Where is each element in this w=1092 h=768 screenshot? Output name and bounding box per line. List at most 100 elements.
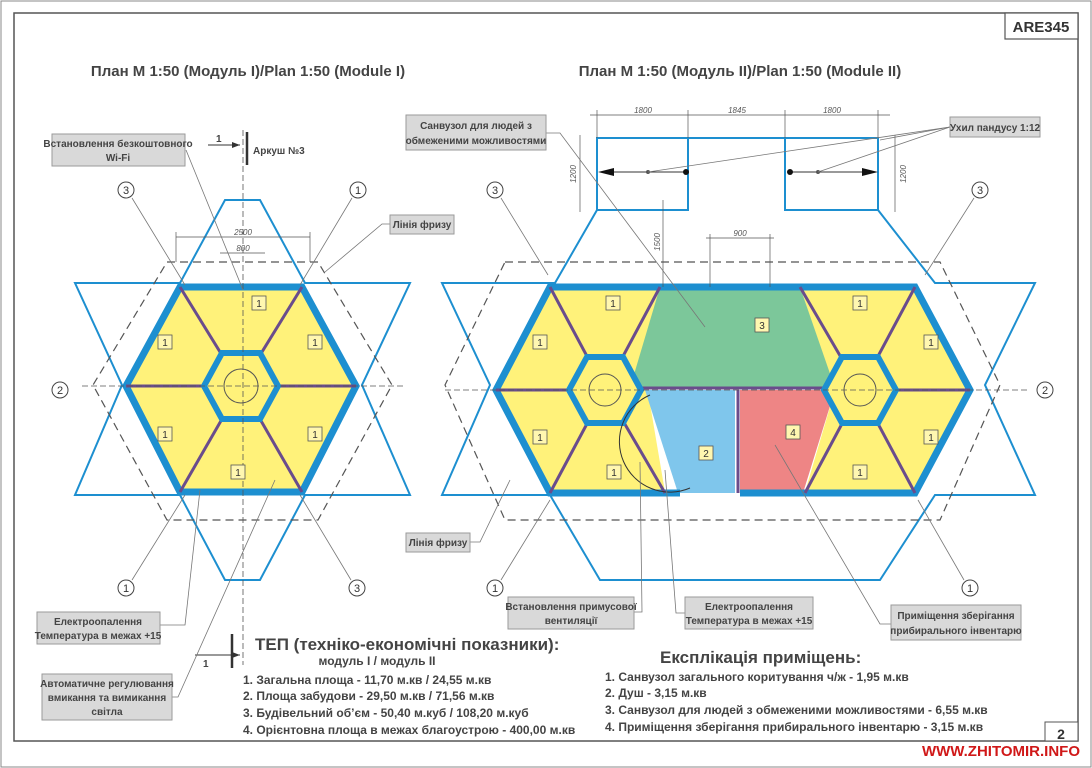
ramp-right (784, 137, 879, 211)
svg-text:1200: 1200 (569, 165, 578, 183)
svg-text:1: 1 (123, 583, 129, 595)
callout-auto-light: Автоматичне регулювання вмикання та вими… (40, 479, 276, 721)
svg-text:Встановлення безкоштовного: Встановлення безкоштовного (43, 138, 192, 150)
shower-curtain (618, 394, 691, 493)
svg-text:вентиляції: вентиляції (545, 616, 598, 627)
module2-frieze-line (444, 261, 1001, 521)
svg-text:3: 3 (759, 321, 765, 332)
svg-text:2: 2 (703, 449, 709, 460)
module2-axis-markers: 3 3 2 1 1 (486, 181, 1054, 597)
svg-text:900: 900 (733, 229, 747, 238)
svg-text:1: 1 (967, 583, 973, 595)
svg-text:Приміщення зберігання: Приміщення зберігання (897, 610, 1014, 622)
svg-text:світла: світла (91, 707, 123, 718)
callout-frieze-1: Лінія фризу (324, 214, 455, 273)
explication-item: 1. Санвузол загального коритування ч/ж -… (605, 670, 909, 684)
tep-subtitle: модуль I / модуль II (318, 654, 435, 668)
page-number-box (1044, 721, 1079, 742)
svg-text:1: 1 (162, 430, 168, 441)
svg-text:обмеженими можливостями: обмеженими можливостями (406, 135, 547, 147)
svg-text:1: 1 (256, 299, 262, 310)
section-marker-bottom: 1 (203, 659, 209, 670)
module1-axis-markers: 3 1 2 1 3 (51, 181, 367, 597)
svg-text:1: 1 (162, 338, 168, 349)
svg-text:1: 1 (492, 583, 498, 595)
explication-block: Експлікація приміщень: 1. Санвузол загал… (605, 648, 988, 734)
drawing-code: ARE345 (1013, 19, 1070, 36)
explication-title: Експлікація приміщень: (660, 648, 861, 667)
section-marker-top: 1 (216, 134, 222, 145)
page-number: 2 (1057, 726, 1065, 742)
module1-frieze-line (92, 261, 393, 521)
svg-text:прибирального інвентарю: прибирального інвентарю (890, 625, 1022, 637)
module1-frieze-star (73, 199, 412, 581)
svg-text:1: 1 (235, 468, 241, 479)
svg-text:4: 4 (790, 428, 796, 439)
svg-text:Електроопалення: Електроопалення (705, 602, 793, 613)
watermark: WWW.ZHITOMIR.INFO (922, 743, 1080, 760)
svg-text:1: 1 (610, 299, 616, 310)
module2-room-labels: 1 1 1 1 1 1 1 1 3 2 4 (532, 295, 939, 480)
svg-text:3: 3 (123, 185, 129, 197)
svg-text:1: 1 (537, 338, 543, 349)
room-storage (740, 390, 835, 493)
svg-text:800: 800 (236, 244, 250, 253)
tep-item: 3. Будівельний об’єм - 50,40 м.куб / 108… (243, 706, 529, 720)
svg-text:3: 3 (492, 185, 498, 197)
svg-text:1: 1 (312, 430, 318, 441)
svg-text:1200: 1200 (899, 165, 908, 183)
svg-text:1845: 1845 (728, 106, 746, 115)
explication-item: 2. Душ - 3,15 м.кв (605, 686, 707, 700)
svg-text:1: 1 (355, 185, 361, 197)
tep-item: 2. Площа забудови - 29,50 м.кв / 71,56 м… (243, 689, 494, 703)
callout-ramp-slope: Ухил пандусу 1:12 (647, 116, 1041, 173)
frame-border (13, 12, 1079, 742)
svg-text:вмикання та вимикання: вмикання та вимикання (48, 693, 167, 704)
tep-title: ТЕП (техніко-економічні показники): (255, 635, 559, 654)
callout-wifi: Встановлення безкоштовного Wi-Fi (43, 133, 244, 291)
svg-text:1: 1 (928, 338, 934, 349)
explication-item: 3. Санвузол для людей з обмеженими можли… (605, 703, 988, 717)
svg-text:Температура в межах +15: Температура в межах +15 (686, 616, 813, 627)
title-block (1004, 12, 1079, 40)
section-arrowhead-bottom (232, 652, 240, 658)
svg-text:3: 3 (354, 583, 360, 595)
svg-text:1: 1 (857, 468, 863, 479)
svg-text:1800: 1800 (823, 106, 841, 115)
callout-accessible-toilet: Санвузол для людей з обмеженими можливос… (405, 114, 706, 328)
svg-text:1: 1 (857, 299, 863, 310)
svg-text:2: 2 (1042, 385, 1048, 397)
section-sheet-ref[interactable]: Аркуш №3 (253, 146, 305, 157)
module2-dimensions: 1800 1845 1800 1200 1200 1500 900 (569, 106, 908, 287)
explication-item: 4. Приміщення зберігання прибирального і… (605, 720, 983, 734)
svg-text:Встановлення примусової: Встановлення примусової (505, 602, 637, 613)
room-accessible-toilet (630, 287, 835, 388)
ramp-slope-arrows (598, 168, 878, 176)
tep-block: ТЕП (техніко-економічні показники): моду… (243, 635, 575, 737)
svg-text:Температура в межах +15: Температура в межах +15 (35, 631, 162, 642)
module2-plan: 1 1 1 1 1 1 1 1 3 2 4 1800 1845 1800 120… (440, 106, 1054, 597)
svg-text:2: 2 (57, 385, 63, 397)
svg-text:Санвузол для людей з: Санвузол для людей з (420, 121, 532, 132)
module2-title: План М 1:50 (Модуль II)/Plan 1:50 (Modul… (579, 63, 901, 80)
svg-text:Лінія фризу: Лінія фризу (409, 537, 468, 549)
svg-text:2500: 2500 (233, 228, 252, 237)
module1-plan: 1 1 1 1 1 1 2500 800 1 Аркуш №3 1 3 1 (51, 130, 412, 670)
tep-item: 4. Орієнтовна площа в межах благоустрою … (243, 723, 575, 737)
room-shower (645, 390, 735, 493)
callout-heating-2: Електроопалення Температура в межах +15 (664, 469, 814, 630)
svg-text:1: 1 (537, 433, 543, 444)
module1-room-labels: 1 1 1 1 1 1 (157, 295, 323, 480)
module2-frieze-star (440, 209, 1037, 581)
callout-ventilation: Встановлення примусової вентиляції (505, 461, 643, 630)
svg-text:Автоматичне регулювання: Автоматичне регулювання (40, 679, 174, 690)
svg-text:1: 1 (928, 433, 934, 444)
svg-text:Лінія фризу: Лінія фризу (393, 219, 452, 231)
svg-text:1800: 1800 (634, 106, 652, 115)
svg-text:Електроопалення: Електроопалення (54, 617, 142, 628)
section-arrowhead-top (232, 142, 240, 148)
svg-text:1500: 1500 (653, 233, 662, 251)
callout-storage: Приміщення зберігання прибирального інве… (774, 444, 1022, 641)
